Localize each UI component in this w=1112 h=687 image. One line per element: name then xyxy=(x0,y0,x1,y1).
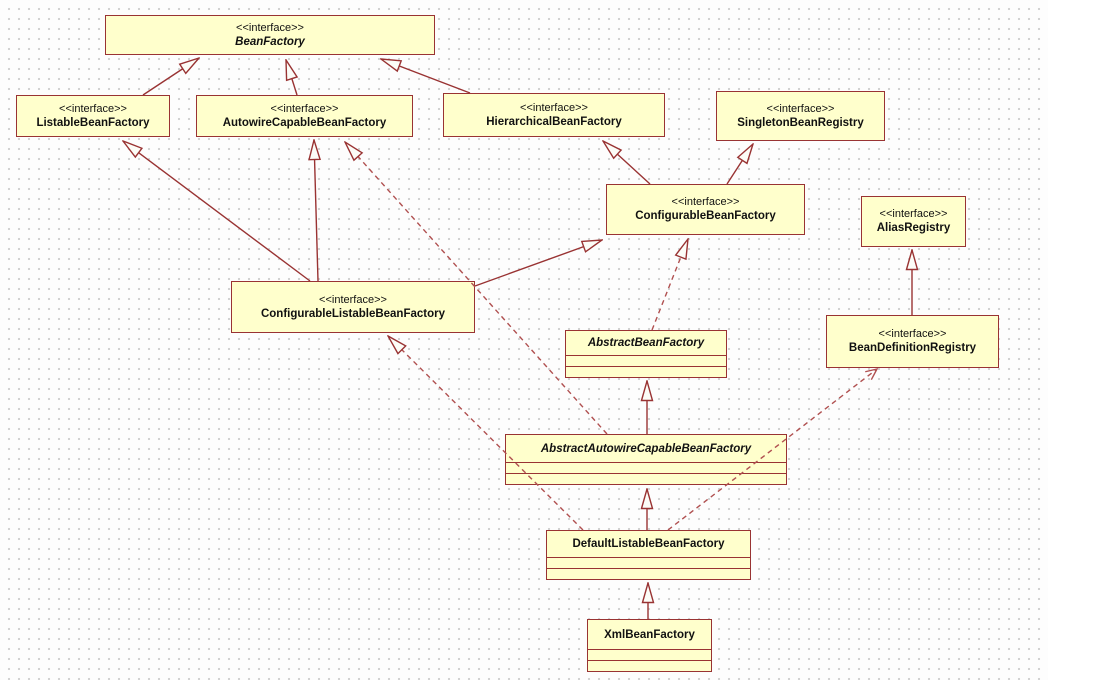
stereotype-label: <<interface>> xyxy=(236,21,304,34)
class-name: HierarchicalBeanFactory xyxy=(486,115,622,128)
class-name: ListableBeanFactory xyxy=(36,116,150,129)
edge-autowirecapablebeanfactory-extends-beanfactory[interactable] xyxy=(286,60,297,96)
stereotype-label: <<interface>> xyxy=(766,102,835,115)
stereotype-label: <<interface>> xyxy=(879,208,948,220)
edge-abstractbeanfactory-implements-configurable[interactable] xyxy=(651,239,688,331)
edge-hierarchicalbeanfactory-extends-beanfactory[interactable] xyxy=(381,59,471,94)
stereotype-label: <<interface>> xyxy=(319,293,387,306)
class-box-hierarchicalbeanfactory[interactable]: <<interface>> HierarchicalBeanFactory xyxy=(443,93,665,137)
edge-configurable-extends-hierarchical[interactable] xyxy=(603,141,651,185)
class-box-xmlbeanfactory[interactable]: XmlBeanFactory xyxy=(587,619,712,672)
class-box-beanfactory[interactable]: <<interface>> BeanFactory xyxy=(105,15,435,55)
class-box-beandefinitionregistry[interactable]: <<interface>> BeanDefinitionRegistry xyxy=(826,315,999,368)
class-box-singletonbeanregistry[interactable]: <<interface>> SingletonBeanRegistry xyxy=(716,91,885,141)
edge-listablebeanfactory-extends-beanfactory[interactable] xyxy=(142,58,199,96)
stereotype-label: <<interface>> xyxy=(671,196,740,208)
edge-defaultlistable-implements-configurablelistable[interactable] xyxy=(388,336,584,531)
class-box-listablebeanfactory[interactable]: <<interface>> ListableBeanFactory xyxy=(16,95,170,137)
class-name: DefaultListableBeanFactory xyxy=(572,538,725,550)
class-name: ConfigurableListableBeanFactory xyxy=(260,307,446,320)
edge-configurablelistable-extends-autowirecapable[interactable] xyxy=(314,140,318,282)
edge-configurablelistable-extends-listable[interactable] xyxy=(123,141,311,282)
class-box-abstractbeanfactory[interactable]: AbstractBeanFactory xyxy=(565,330,727,378)
class-name: XmlBeanFactory xyxy=(604,628,695,641)
class-name: AbstractAutowireCapableBeanFactory xyxy=(540,442,752,455)
attributes-compartment xyxy=(588,649,711,660)
class-box-autowirecapablebeanfactory[interactable]: <<interface>> AutowireCapableBeanFactory xyxy=(196,95,413,137)
stereotype-label: <<interface>> xyxy=(878,328,947,340)
class-name: ConfigurableBeanFactory xyxy=(635,210,776,222)
class-name: AutowireCapableBeanFactory xyxy=(222,116,387,129)
stereotype-label: <<interface>> xyxy=(520,101,588,114)
class-name: BeanFactory xyxy=(235,35,305,48)
attributes-compartment xyxy=(566,355,726,366)
attributes-compartment xyxy=(547,557,750,568)
class-box-abstractautowirecapablebeanfactory[interactable]: AbstractAutowireCapableBeanFactory xyxy=(505,434,787,485)
stereotype-label: <<interface>> xyxy=(59,102,127,115)
class-box-aliasregistry[interactable]: <<interface>> AliasRegistry xyxy=(861,196,966,247)
class-name: BeanDefinitionRegistry xyxy=(848,342,977,354)
operations-compartment xyxy=(566,366,726,377)
operations-compartment xyxy=(547,568,750,579)
class-name: AbstractBeanFactory xyxy=(587,337,705,349)
class-box-defaultlistablebeanfactory[interactable]: DefaultListableBeanFactory xyxy=(546,530,751,580)
class-box-configurablelistablebeanfactory[interactable]: <<interface>> ConfigurableListableBeanFa… xyxy=(231,281,475,333)
operations-compartment xyxy=(506,473,786,484)
edge-configurable-extends-singletonbeanregistry[interactable] xyxy=(726,144,753,185)
stereotype-label: <<interface>> xyxy=(270,102,339,115)
class-name: AliasRegistry xyxy=(876,222,951,234)
class-box-configurablebeanfactory[interactable]: <<interface>> ConfigurableBeanFactory xyxy=(606,184,805,235)
class-name: SingletonBeanRegistry xyxy=(737,116,864,129)
operations-compartment xyxy=(588,660,711,671)
diagram-canvas: <<interface>> BeanFactory <<interface>> … xyxy=(0,0,1048,680)
attributes-compartment xyxy=(506,462,786,473)
edge-configurablelistable-extends-configurable[interactable] xyxy=(474,240,602,287)
